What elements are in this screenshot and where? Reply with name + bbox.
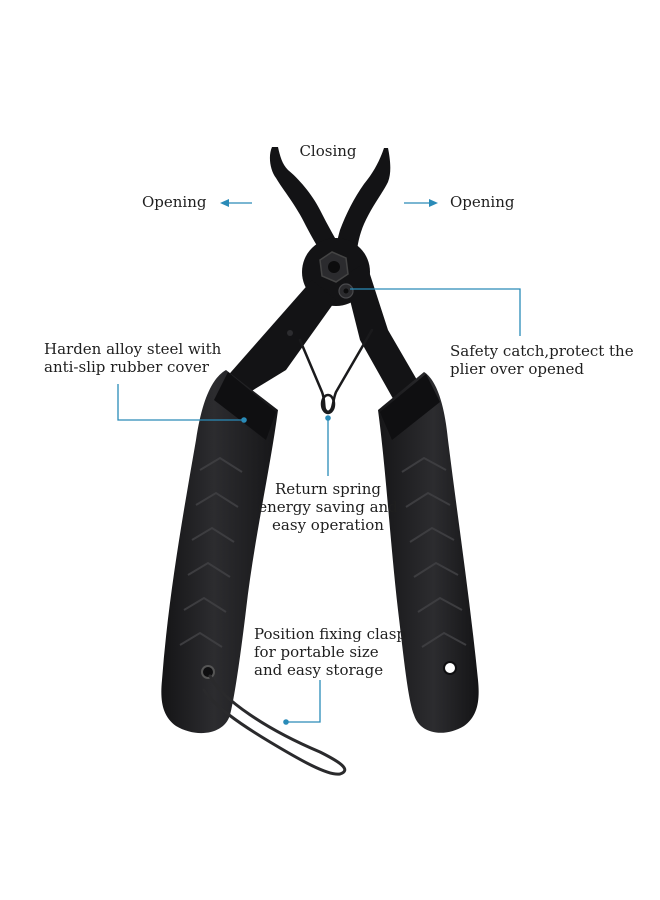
label-fixing-clasp: Position fixing clasp for portable size … — [254, 625, 407, 679]
left-arm — [224, 280, 336, 392]
callout-lines — [117, 199, 521, 723]
right-arm — [344, 262, 424, 404]
fixing-clasp — [201, 665, 347, 776]
label-return-spring: Return spring energy saving and easy ope… — [258, 480, 398, 534]
label-opening-left: Opening — [142, 193, 207, 211]
safety-callout — [350, 288, 521, 336]
steel-callout — [117, 384, 244, 421]
label-steel: Harden alloy steel with anti-slip rubber… — [44, 340, 222, 376]
right-grip — [378, 372, 479, 733]
label-closing: Closing — [299, 142, 357, 160]
right-grip-hole — [443, 661, 457, 675]
label-opening-right: Opening — [450, 193, 515, 211]
clasp-callout — [286, 680, 321, 723]
callout-dots — [241, 415, 331, 725]
right-jaw — [335, 148, 391, 268]
pivot-bolt — [319, 251, 354, 299]
arm-rivet — [287, 330, 293, 336]
return-spring — [298, 328, 374, 415]
left-grip — [161, 370, 278, 734]
label-safety-catch: Safety catch,protect the plier over open… — [450, 342, 634, 378]
left-jaw — [269, 147, 352, 268]
